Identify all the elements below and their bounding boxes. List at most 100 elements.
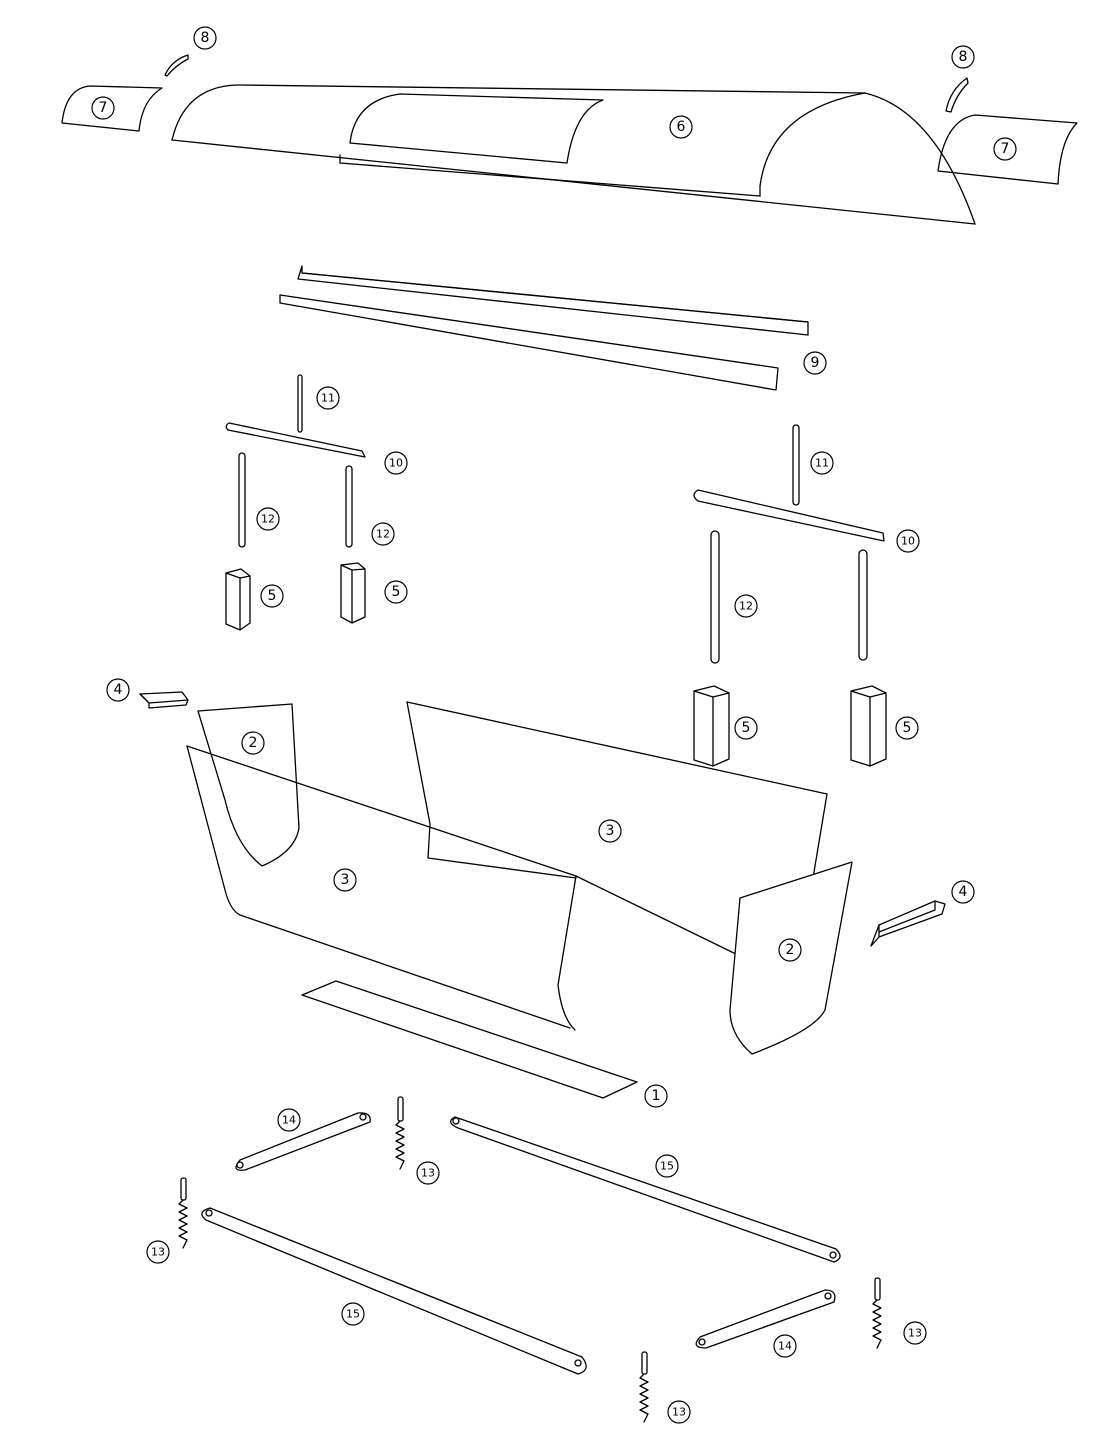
callout-6: 6	[669, 115, 693, 139]
callout-1: 1	[644, 1084, 668, 1108]
callout-2-right: 2	[778, 938, 802, 962]
callout-5-a: 5	[260, 584, 284, 608]
part-5-block-d	[850, 685, 887, 767]
svg-text:12: 12	[739, 600, 753, 613]
callout-13-c: 13	[903, 1321, 927, 1345]
callout-13-b: 13	[146, 1240, 170, 1264]
part-10-crossbar-left	[225, 422, 366, 458]
svg-text:10: 10	[901, 535, 915, 548]
callout-14-b: 14	[773, 1334, 797, 1358]
callout-10-right: 10	[896, 529, 920, 553]
callout-11-left: 11	[316, 386, 340, 410]
callout-7-right: 7	[993, 137, 1017, 161]
part-7-end-cap-left	[61, 85, 163, 132]
part-5-block-b	[340, 562, 366, 624]
callout-12-left-b: 12	[371, 522, 395, 546]
callout-5-d: 5	[895, 716, 919, 740]
part-1-bottom-board	[301, 980, 638, 1099]
svg-text:5: 5	[903, 720, 912, 736]
callout-15-a: 15	[655, 1154, 679, 1178]
svg-text:12: 12	[376, 528, 390, 541]
part-6-roof-shell	[171, 84, 976, 225]
part-15-long-rod-b	[201, 1207, 587, 1375]
svg-text:4: 4	[114, 682, 123, 698]
part-7-end-cap-right	[937, 114, 1078, 185]
part-2-end-panel-left	[197, 703, 300, 867]
svg-text:3: 3	[606, 823, 615, 839]
part-12-rod-right-b	[858, 549, 868, 661]
callout-8-right: 8	[951, 45, 975, 69]
callout-9: 9	[803, 351, 827, 375]
svg-text:11: 11	[815, 457, 829, 470]
part-15-long-rod-a	[450, 1116, 841, 1263]
callout-12-left-a: 12	[256, 507, 280, 531]
svg-text:11: 11	[321, 392, 335, 405]
svg-text:10: 10	[389, 457, 403, 470]
part-11-rod-right	[792, 424, 800, 506]
part-9-rails	[279, 265, 809, 391]
part-8-clip-right	[945, 77, 969, 113]
rod-assembly-right	[693, 424, 885, 664]
svg-text:12: 12	[261, 513, 275, 526]
callout-15-b: 15	[341, 1302, 365, 1326]
svg-text:4: 4	[959, 884, 968, 900]
svg-text:14: 14	[282, 1114, 296, 1127]
svg-text:5: 5	[742, 720, 751, 736]
svg-text:6: 6	[677, 119, 686, 135]
part-14-short-rod-a	[235, 1112, 371, 1171]
part-14-short-rod-b	[695, 1289, 836, 1349]
callout-11-right: 11	[810, 451, 834, 475]
callout-10-left: 10	[384, 451, 408, 475]
part-3-side-panel-back	[406, 701, 828, 879]
svg-text:7: 7	[1001, 141, 1010, 157]
callout-8-left: 8	[193, 26, 217, 50]
svg-text:3: 3	[341, 872, 350, 888]
callout-5-b: 5	[384, 580, 408, 604]
callout-3-back: 3	[598, 819, 622, 843]
part-5-block-a	[225, 568, 251, 631]
part-8-clip-left	[164, 54, 189, 77]
svg-text:1: 1	[652, 1088, 661, 1104]
part-12-rod-left-a	[238, 452, 246, 548]
callout-4-right: 4	[951, 880, 975, 904]
part-3-side-panel-front	[186, 745, 741, 1031]
svg-text:15: 15	[660, 1160, 674, 1173]
part-5-block-c	[693, 685, 730, 767]
callout-5-c: 5	[734, 716, 758, 740]
svg-text:14: 14	[778, 1340, 792, 1353]
callout-3-front: 3	[333, 868, 357, 892]
svg-text:13: 13	[672, 1406, 686, 1419]
svg-text:2: 2	[249, 735, 258, 751]
callout-14-a: 14	[277, 1108, 301, 1132]
rod-assembly-left	[225, 374, 366, 548]
part-4-latch-right	[870, 900, 946, 947]
svg-text:13: 13	[421, 1167, 435, 1180]
part-13-anchor-b	[178, 1177, 188, 1249]
svg-text:5: 5	[392, 584, 401, 600]
part-13-anchor-a	[395, 1096, 405, 1170]
callout-13-a: 13	[416, 1161, 440, 1185]
svg-text:7: 7	[99, 100, 108, 116]
callout-13-d: 13	[667, 1400, 691, 1424]
part-10-crossbar-right	[693, 489, 885, 542]
part-11-rod-left	[297, 374, 303, 433]
part-13-anchor-d	[639, 1351, 649, 1423]
svg-text:8: 8	[959, 49, 968, 65]
callout-4-left: 4	[106, 678, 130, 702]
svg-text:8: 8	[201, 30, 210, 46]
svg-text:5: 5	[268, 588, 277, 604]
part-12-rod-right-a	[710, 530, 720, 664]
svg-text:15: 15	[346, 1308, 360, 1321]
callout-7-left: 7	[91, 96, 115, 120]
svg-text:13: 13	[908, 1327, 922, 1340]
svg-text:2: 2	[786, 942, 795, 958]
part-4-latch-left	[139, 691, 189, 709]
callout-2-left: 2	[241, 731, 265, 755]
callout-12-right: 12	[734, 594, 758, 618]
part-13-anchor-c	[872, 1277, 882, 1349]
svg-text:13: 13	[151, 1246, 165, 1259]
part-12-rod-left-b	[345, 465, 353, 548]
svg-text:9: 9	[811, 355, 820, 371]
